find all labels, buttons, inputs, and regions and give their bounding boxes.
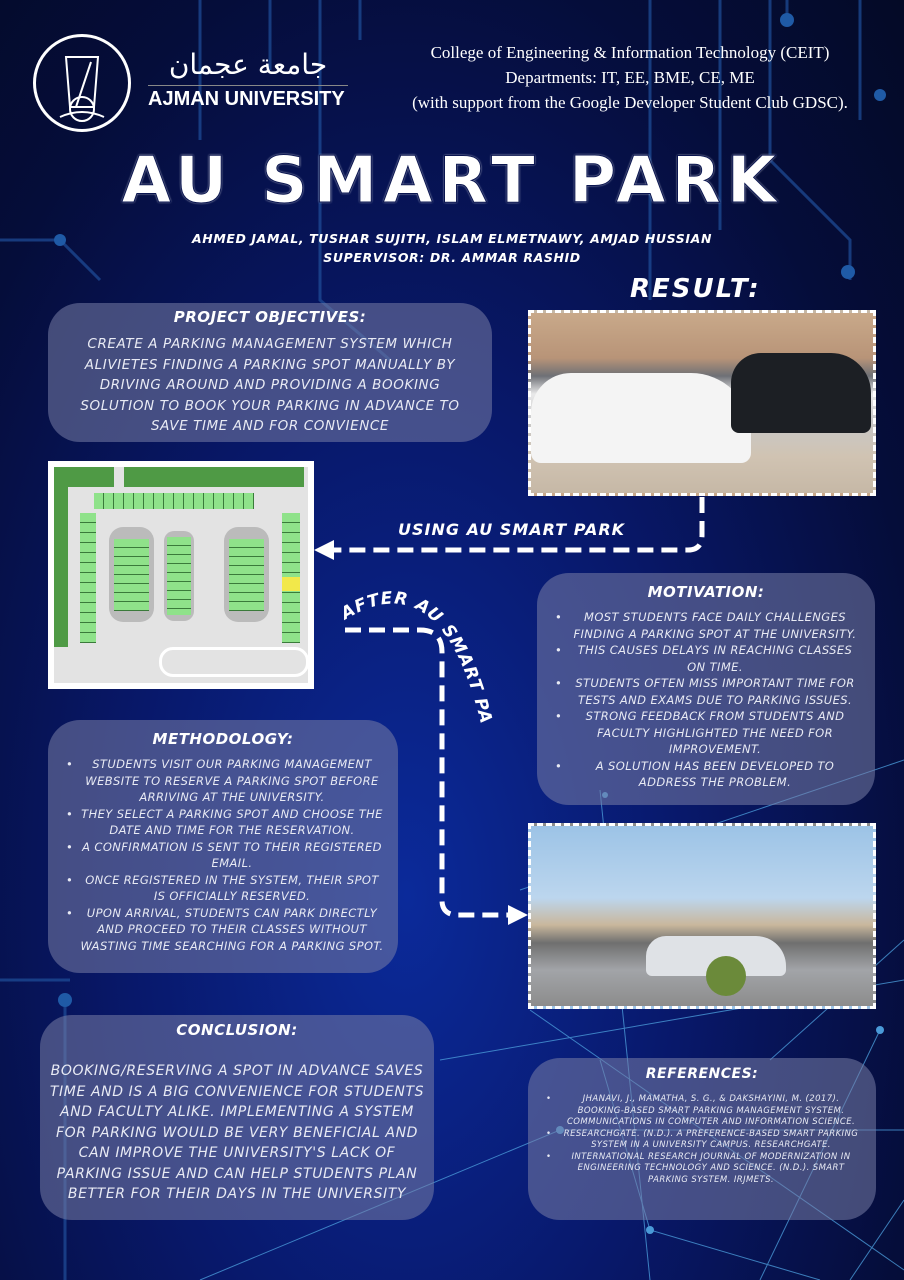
college-line: College of Engineering & Information Tec… (430, 43, 830, 62)
methodology-heading: METHODOLOGY: (152, 730, 294, 748)
result-label: RESULT: (630, 274, 761, 304)
reserved-spot[interactable] (282, 577, 300, 591)
planter (706, 956, 746, 996)
motivation-heading: MOTIVATION: (647, 583, 765, 601)
motivation-item: MOST STUDENTS FACE DAILY CHALLENGES FIND… (543, 609, 869, 642)
parking-island-3[interactable] (229, 539, 264, 611)
motivation-box: MOTIVATION: MOST STUDENTS FACE DAILY CHA… (537, 573, 875, 805)
supervisor: SUPERVISOR: DR. AMMAR RASHID (323, 250, 581, 265)
objectives-text: CREATE A PARKING MANAGEMENT SYSTEM WHICH… (80, 336, 460, 434)
methodology-item: STUDENTS VISIT OUR PARKING MANAGEMENT WE… (54, 756, 392, 806)
logo-english-name: AJMAN UNIVERSITY (148, 88, 345, 110)
black-car (731, 353, 871, 433)
methodology-item: UPON ARRIVAL, STUDENTS CAN PARK DIRECTLY… (54, 905, 392, 955)
after-label: AFTER AU SMART PARK (0, 0, 496, 726)
references-box: REFERENCES: JHANAVI, J., MAMATHA, S. G.,… (528, 1058, 876, 1220)
parking-island-1[interactable] (114, 539, 149, 611)
support-line: (with support from the Google Developer … (412, 93, 848, 112)
white-car (531, 373, 751, 463)
departments-line: Departments: IT, EE, BME, CE, ME (505, 68, 755, 87)
conclusion-heading: CONCLUSION: (176, 1021, 298, 1039)
conclusion-text: BOOKING/RESERVING A SPOT IN ADVANCE SAVE… (49, 1063, 425, 1202)
ajman-university-logo (33, 34, 131, 132)
project-objectives-box: PROJECT OBJECTIVES: CREATE A PARKING MAN… (48, 303, 492, 442)
result-parking-photo (528, 310, 876, 496)
motivation-item: A SOLUTION HAS BEEN DEVELOPED TO ADDRESS… (543, 758, 869, 791)
parking-island-2[interactable] (167, 537, 191, 615)
reference-item: RESEARCHGATE. (N.D.). A PREFERENCE-BASED… (534, 1129, 870, 1152)
using-label: USING AU SMART PARK (398, 520, 626, 539)
methodology-box: METHODOLOGY: STUDENTS VISIT OUR PARKING … (48, 720, 398, 973)
campus-parking-photo (528, 823, 876, 1009)
parking-spots-left-column[interactable] (80, 513, 96, 643)
reference-item: INTERNATIONAL RESEARCH JOURNAL OF MODERN… (534, 1152, 870, 1187)
authors: AHMED JAMAL, TUSHAR SUJITH, ISLAM ELMETN… (191, 231, 713, 246)
arrow-left-icon (314, 540, 334, 560)
motivation-item: THIS CAUSES DELAYS IN REACHING CLASSES O… (543, 642, 869, 675)
motivation-item: STUDENTS OFTEN MISS IMPORTANT TIME FOR T… (543, 675, 869, 708)
methodology-item: THEY SELECT A PARKING SPOT AND CHOOSE TH… (54, 806, 392, 839)
poster-title: AU SMART PARK (121, 144, 783, 219)
references-heading: REFERENCES: (645, 1066, 759, 1082)
conclusion-box: CONCLUSION: BOOKING/RESERVING A SPOT IN … (40, 1015, 434, 1220)
methodology-item: ONCE REGISTERED IN THE SYSTEM, THEIR SPO… (54, 872, 392, 905)
methodology-item: A CONFIRMATION IS SENT TO THEIR REGISTER… (54, 839, 392, 872)
college-header: College of Engineering & Information Tec… (380, 40, 880, 115)
parking-layout-map (48, 461, 314, 689)
logo-arabic-name: جامعة عجمان (168, 48, 328, 81)
motivation-item: STRONG FEEDBACK FROM STUDENTS AND FACULT… (543, 708, 869, 758)
parking-spots-top-row[interactable] (94, 493, 254, 509)
gear-tower-emblem-icon (59, 56, 105, 122)
objectives-heading: PROJECT OBJECTIVES: (173, 308, 367, 326)
reference-item: JHANAVI, J., MAMATHA, S. G., & DAKSHAYIN… (534, 1094, 870, 1129)
arrow-right-icon (508, 905, 528, 925)
